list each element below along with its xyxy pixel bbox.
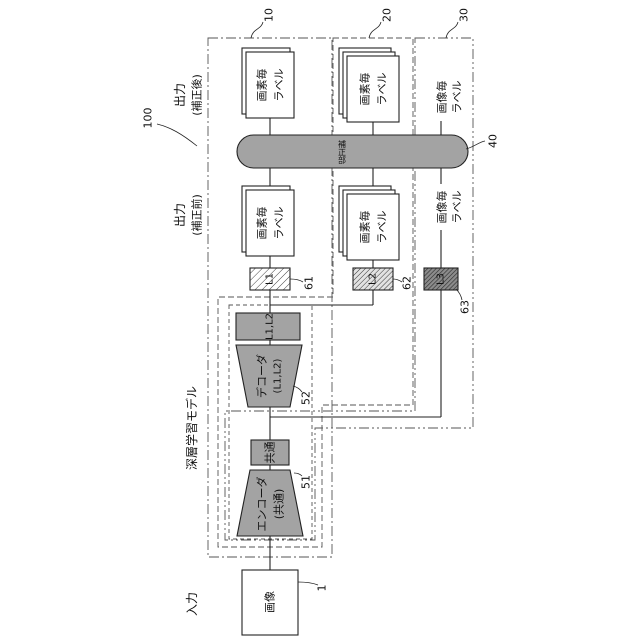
loss-l3: L3 [424, 268, 458, 290]
side-label-model: 深層学習モデル [184, 386, 199, 470]
loss-l1-label: L1 [265, 273, 276, 285]
pixel-label-stack-col1-top: 画素毎 ラベル [242, 48, 294, 118]
input-image-label: 画像 [264, 591, 277, 613]
pixel-label-line2: ラベル [376, 211, 389, 244]
decoder-label-line2: (L1,L2) [273, 358, 284, 393]
side-label-output-corrected-line1: 出力 [173, 83, 187, 107]
image-label-line2: ラベル [451, 191, 464, 224]
pixel-label-stack-col2-bottom: 画素毎 ラベル [339, 186, 399, 260]
decoder-label-line1: デコーダ [255, 354, 269, 398]
side-label-output-corrected-line2: (補正後) [190, 74, 204, 116]
page-front [246, 190, 294, 256]
common-feature-block: 共通 [251, 440, 289, 465]
ref-61: 61 [303, 276, 316, 290]
page-front [347, 194, 399, 260]
decoder-output-label: L1,L2 [265, 313, 276, 340]
side-label-output-raw-line1: 出力 [173, 203, 187, 227]
pixel-label-stack-col1-bottom: 画素毎 ラベル [242, 186, 294, 256]
pixel-label-stack-col2-top: 画素毎 ラベル [339, 48, 399, 122]
page-front [347, 56, 399, 122]
pixel-label-line2: ラベル [273, 207, 286, 240]
correction-unit: 補正部 [237, 135, 468, 168]
ref-10: 10 [263, 8, 276, 22]
ref-52: 52 [300, 391, 313, 405]
encoder-label-line2: (共通) [273, 489, 286, 520]
pixel-label-line2: ラベル [376, 73, 389, 106]
page-front [246, 52, 294, 118]
ref-20: 20 [381, 8, 394, 22]
pixel-label-line1: 画素毎 [359, 211, 372, 244]
image-label-line2: ラベル [451, 81, 464, 114]
image-label-line1: 画像毎 [436, 81, 449, 114]
loss-l2: L2 [353, 268, 393, 290]
loss-l3-label: L3 [436, 273, 447, 285]
encoder-label-line1: エンコーダ [255, 477, 269, 532]
loss-l1: L1 [250, 268, 290, 290]
ref-40: 40 [487, 134, 500, 148]
common-feature-label: 共通 [264, 442, 277, 464]
correction-unit-label: 補正部 [338, 139, 347, 165]
ref-62: 62 [401, 276, 414, 290]
ref-63: 63 [459, 300, 472, 314]
pixel-label-line2: ラベル [273, 69, 286, 102]
loss-l2-label: L2 [368, 273, 379, 285]
pixel-label-line1: 画素毎 [256, 69, 269, 102]
ref-51: 51 [300, 475, 313, 489]
input-image: 画像 [242, 570, 298, 635]
decoder-output-block: L1,L2 [236, 313, 300, 340]
decoder-shape [236, 345, 302, 407]
pixel-label-line1: 画素毎 [359, 73, 372, 106]
ref-1: 1 [316, 585, 329, 592]
image-label-line1: 画像毎 [436, 191, 449, 224]
ref-100: 100 [142, 108, 155, 129]
side-label-input: 入力 [185, 592, 199, 616]
ref-30: 30 [458, 8, 471, 22]
side-label-output-raw-line2: (補正前) [190, 194, 204, 236]
decoder: デコーダ (L1,L2) [236, 345, 302, 407]
correction-unit-bar [237, 135, 468, 168]
pixel-label-line1: 画素毎 [256, 207, 269, 240]
